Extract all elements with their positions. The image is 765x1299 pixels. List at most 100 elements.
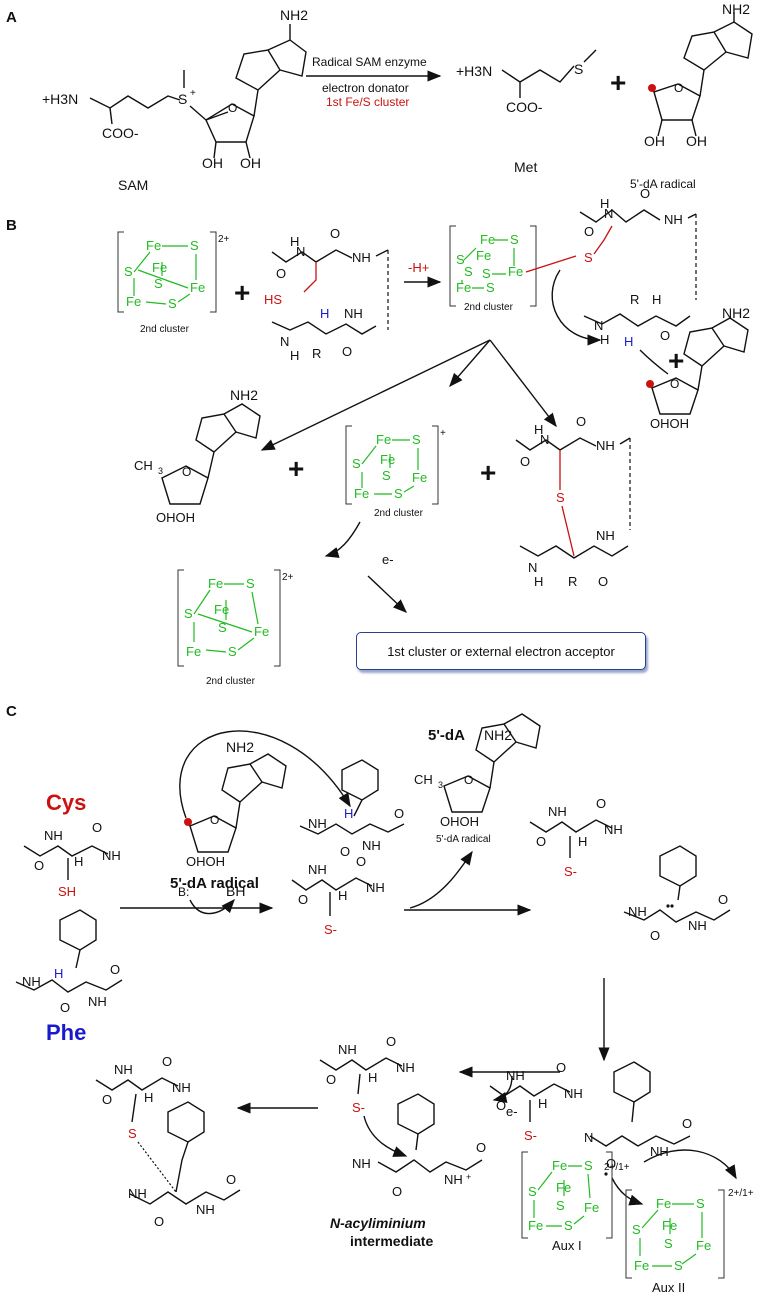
svg-text:S: S [564, 1218, 573, 1233]
svg-text:OH: OH [686, 133, 707, 149]
plus-b-2: + [668, 345, 684, 376]
svg-text:O: O [330, 226, 340, 241]
svg-text:S: S [556, 490, 565, 505]
svg-text:S: S [382, 468, 391, 483]
electron-c: e- [506, 1104, 518, 1119]
svg-text:H: H [54, 966, 63, 981]
svg-text:S: S [228, 644, 237, 659]
svg-text:S: S [696, 1196, 705, 1211]
svg-text:H: H [534, 422, 543, 437]
svg-text:NH: NH [172, 1080, 191, 1095]
sam-amine: +H3N [42, 91, 78, 107]
dA-product-label: 5'-dA [428, 727, 465, 744]
svg-text:Fe: Fe [126, 294, 141, 309]
svg-text:O: O [596, 796, 606, 811]
svg-text:NH: NH [650, 1144, 669, 1159]
svg-text:3: 3 [158, 466, 163, 476]
svg-text:S: S [464, 264, 473, 279]
svg-text:NH: NH [196, 1202, 215, 1217]
svg-text:O: O [386, 1034, 396, 1049]
svg-text:O: O [298, 892, 308, 907]
svg-text:O: O [670, 377, 679, 391]
svg-text:NH: NH [564, 1086, 583, 1101]
thiolate-2-s: S- [564, 864, 577, 879]
iminium-s: S- [352, 1100, 365, 1115]
dA-radical-label: 5'-dA radical [630, 177, 696, 191]
svg-text:Fe: Fe [376, 432, 391, 447]
svg-text:O: O [650, 928, 660, 943]
aux-2-charge: 2+/1+ [728, 1188, 754, 1199]
svg-text:NH: NH [344, 306, 363, 321]
phe-radical: NH O NH O [623, 845, 731, 943]
svg-text:S: S [394, 486, 403, 501]
svg-text:NH: NH [352, 250, 371, 265]
svg-text:Fe: Fe [552, 1158, 567, 1173]
cluster-oxidized-charge: + [440, 428, 446, 439]
sam-nh2: NH2 [280, 7, 308, 23]
svg-text:H: H [600, 196, 609, 211]
base-label: B: [178, 885, 189, 899]
electron-acceptor-box: 1st cluster or external electron accepto… [356, 632, 646, 670]
svg-text:N: N [540, 432, 549, 447]
svg-text:S: S [190, 238, 199, 253]
svg-text:+: + [466, 1172, 471, 1182]
svg-text:Fe: Fe [412, 470, 427, 485]
svg-text:R: R [630, 292, 639, 307]
plus-b-3: + [288, 453, 304, 484]
svg-text:Fe: Fe [190, 280, 205, 295]
svg-text:NH: NH [308, 816, 327, 831]
phe-substrate: H NH O NH O [15, 909, 123, 1015]
cluster-regenerated-charge: 2+ [282, 572, 294, 583]
intermediate-label-1: N-acyliminium [330, 1215, 426, 1231]
svg-text:O: O [92, 820, 102, 835]
panel-b-label: B [6, 217, 17, 234]
sam-label: SAM [118, 177, 148, 193]
svg-text:NH: NH [596, 528, 615, 543]
svg-text:CH: CH [414, 772, 433, 787]
svg-text:H: H [600, 332, 609, 347]
svg-text:NH: NH [604, 822, 623, 837]
svg-text:Fe: Fe [186, 644, 201, 659]
svg-text:O: O [356, 854, 366, 869]
svg-text:O: O [342, 344, 352, 359]
cys-label: Cys [46, 790, 86, 815]
sam-oh-1: OH [202, 155, 223, 171]
svg-text:Fe: Fe [208, 576, 223, 591]
aux-cluster-2: Fe S S Fe S Fe Fe S [625, 1189, 725, 1279]
svg-text:Fe: Fe [380, 452, 395, 467]
svg-text:H: H [344, 806, 353, 821]
svg-text:NH: NH [628, 904, 647, 919]
svg-text:N: N [594, 318, 603, 333]
thiol-label: HS [264, 292, 282, 307]
svg-text:O: O [34, 858, 44, 873]
panel-c-label: C [6, 703, 17, 720]
fe-s-cluster-oxidized: Fe S S Fe S Fe Fe S + [345, 425, 446, 505]
cluster-regenerated-label: 2nd cluster [206, 676, 256, 687]
svg-text:H: H [368, 1070, 377, 1085]
svg-text:O: O [182, 465, 191, 479]
svg-text:O: O [276, 266, 286, 281]
svg-text:H: H [290, 348, 299, 363]
svg-text:H: H [74, 854, 83, 869]
peptide-bound: H N O O NH R H H N H O [579, 186, 697, 349]
svg-text:NH: NH [366, 880, 385, 895]
crosslinked-peptide: H N O O NH S N H R NH O [515, 414, 631, 589]
svg-text:O: O [110, 962, 120, 977]
svg-text:NH2: NH2 [722, 305, 750, 321]
svg-text:N: N [296, 244, 305, 259]
svg-text:O: O [154, 1214, 164, 1229]
svg-text:O: O [598, 574, 608, 589]
arrow-label-enzyme: Radical SAM enzyme [312, 55, 427, 69]
base-h-label: BH [226, 883, 245, 899]
aux-2-label: Aux II [652, 1280, 685, 1295]
cys-sh: SH [58, 884, 76, 899]
svg-text:N: N [280, 334, 289, 349]
arrow-label-donor: electron donator [322, 81, 409, 95]
svg-text:H: H [534, 574, 543, 589]
svg-text:O: O [640, 186, 650, 201]
svg-text:O: O [392, 1184, 402, 1199]
cluster-oxidized-label: 2nd cluster [374, 508, 424, 519]
svg-text:O: O [326, 1072, 336, 1087]
svg-text:H: H [538, 1096, 547, 1111]
